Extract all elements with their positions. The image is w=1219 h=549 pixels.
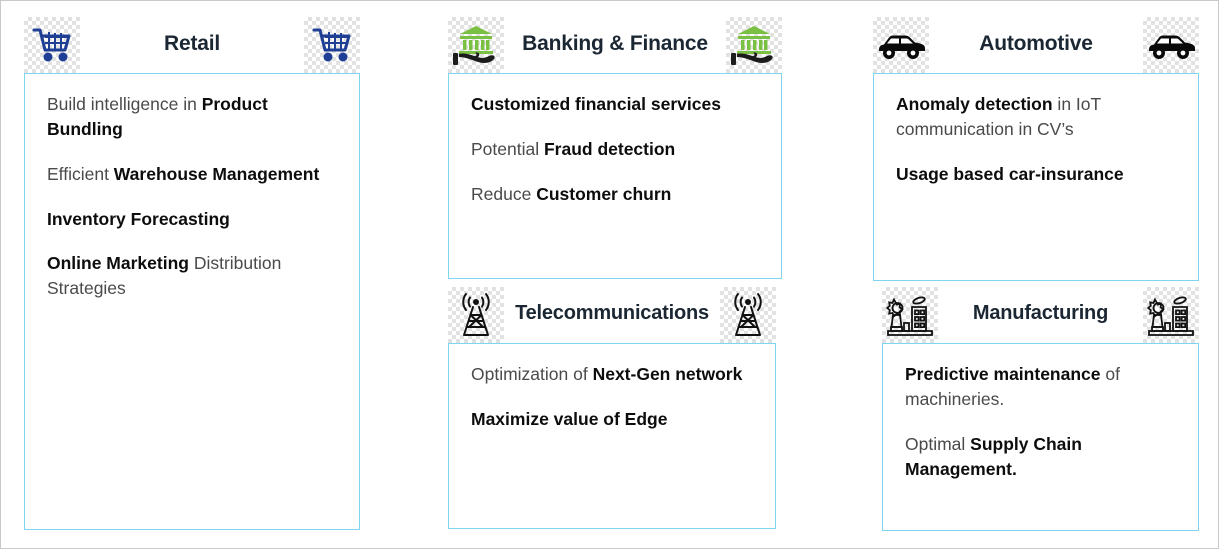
- shopping-cart-icon: [24, 17, 80, 73]
- card-banking-line-3: Reduce Customer churn: [471, 183, 672, 204]
- card-banking-line-2: Potential Fraud detection: [471, 138, 676, 159]
- car-icon: [873, 17, 929, 73]
- card-banking-title: Banking & Finance: [522, 31, 708, 55]
- card-retail-header: Retail: [24, 17, 360, 73]
- card-telecom-line-1: Optimization of Next-Gen network: [471, 364, 743, 384]
- card-automotive-header: Automotive: [873, 17, 1199, 73]
- cell-tower-icon: [720, 287, 776, 343]
- card-retail-line-1: Build intelligence in Product Bundling: [47, 94, 268, 139]
- bank-in-hand-icon: [726, 17, 782, 73]
- card-retail-line-2: Efficient Warehouse Management: [47, 163, 320, 184]
- card-banking-body: Customized financial services Potential …: [448, 73, 782, 279]
- card-banking: Banking & Finance: [448, 17, 782, 279]
- card-manufacturing-line-2: Optimal Supply Chain Management.: [905, 433, 1082, 479]
- card-telecom-body: Optimization of Next-Gen network Maximiz…: [448, 343, 776, 529]
- card-retail-title: Retail: [164, 31, 220, 55]
- card-automotive-line-1: Anomaly detection in IoT communication i…: [896, 94, 1101, 139]
- card-automotive-body: Anomaly detection in IoT communication i…: [873, 73, 1199, 281]
- card-retail-line-4: Online Marketing Distribution Strategies: [47, 253, 282, 299]
- card-manufacturing-body: Predictive maintenance of machineries. O…: [882, 343, 1199, 531]
- card-automotive-title: Automotive: [979, 31, 1093, 55]
- card-telecom: Telecommunications Optimization of Next-…: [448, 287, 776, 529]
- card-retail-body: Build intelligence in Product Bundling E…: [24, 73, 360, 530]
- car-icon: [1143, 17, 1199, 73]
- card-automotive-line-2: Usage based car-insurance: [896, 163, 1124, 184]
- card-manufacturing-title: Manufacturing: [972, 302, 1109, 324]
- card-retail: Retail Build intelligence in Product Bun…: [24, 17, 360, 530]
- factory-icon: [882, 287, 938, 343]
- card-telecom-header: Telecommunications: [448, 287, 776, 343]
- factory-icon: [1143, 287, 1199, 343]
- card-banking-line-1: Customized financial services: [471, 94, 721, 114]
- card-telecom-title: Telecommunications: [515, 302, 709, 324]
- card-manufacturing-header: Manufacturing: [882, 287, 1199, 343]
- card-retail-line-3: Inventory Forecasting: [47, 208, 230, 229]
- card-manufacturing-line-1: Predictive maintenance of machineries.: [905, 364, 1120, 409]
- shopping-cart-icon: [304, 17, 360, 73]
- cell-tower-icon: [448, 287, 504, 343]
- card-manufacturing: Manufacturing Predictive mainte: [882, 287, 1199, 531]
- bank-in-hand-icon: [448, 17, 504, 73]
- card-automotive: Automotive Anomaly detection in IoT comm…: [873, 17, 1199, 281]
- card-banking-header: Banking & Finance: [448, 17, 782, 73]
- card-telecom-line-2: Maximize value of Edge: [471, 408, 668, 429]
